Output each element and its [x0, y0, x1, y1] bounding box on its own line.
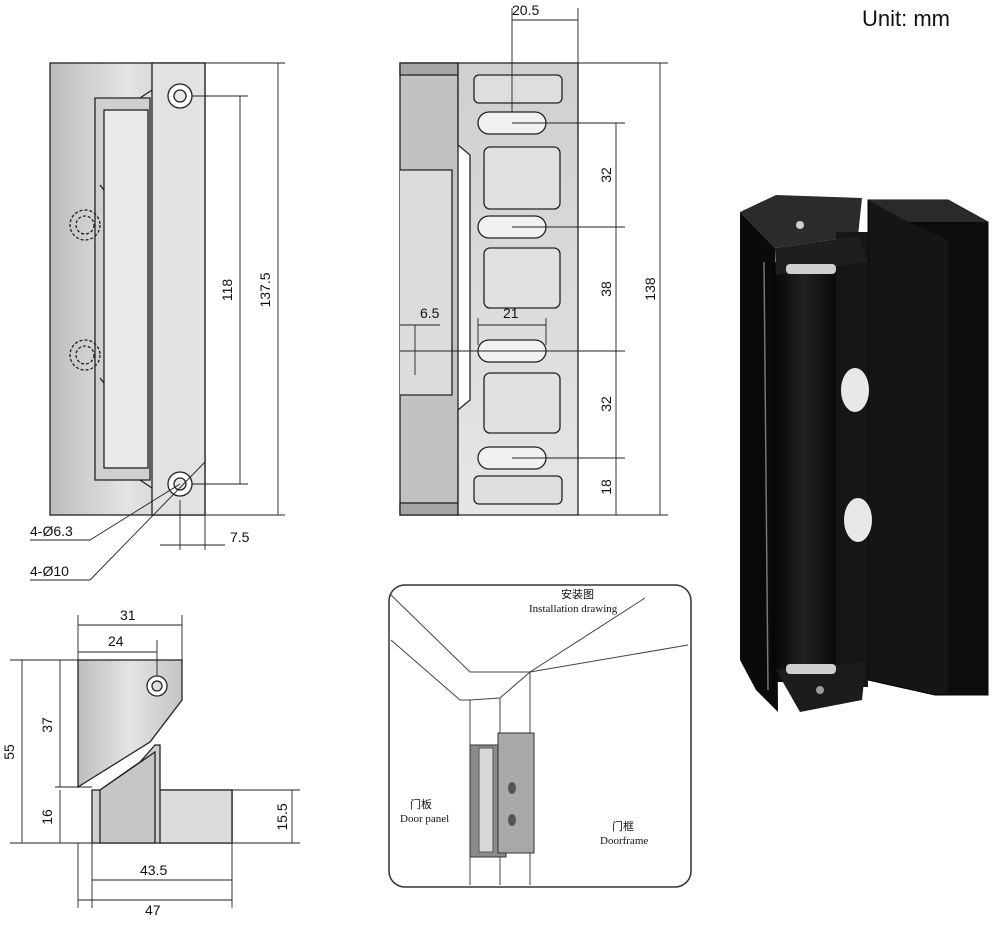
dim-6-5: 6.5 — [420, 305, 440, 321]
front-leaf-right — [151, 62, 206, 516]
pocket-1 — [483, 146, 561, 210]
dim-21: 21 — [503, 305, 519, 321]
dim-32-a: 32 — [598, 167, 614, 183]
dim-138: 138 — [642, 277, 658, 301]
side-dimensions — [400, 8, 668, 516]
hidden-hole-1 — [69, 209, 101, 241]
dim-20-5: 20.5 — [512, 2, 539, 18]
door-frame-label-en: Doorframe — [600, 835, 648, 847]
installation-drawing — [388, 584, 692, 888]
callout-hole-small: 4-Ø6.3 — [30, 523, 73, 539]
door-panel-label-en: Door panel — [400, 813, 449, 825]
dim-16: 16 — [39, 809, 55, 825]
unit-label: Unit: mm — [862, 6, 950, 31]
dim-18: 18 — [598, 479, 614, 495]
door-frame-label-cn: 门框 — [612, 819, 634, 833]
photo-hole-2 — [844, 498, 872, 542]
dim-137-5: 137.5 — [257, 272, 273, 307]
dim-31: 31 — [120, 607, 136, 623]
photo-hole-1 — [841, 368, 869, 412]
front-dimensions — [30, 62, 285, 581]
front-view — [49, 62, 206, 516]
pocket-3 — [483, 372, 561, 434]
dim-38: 38 — [598, 281, 614, 297]
dim-7-5: 7.5 — [230, 529, 250, 545]
installation-title-cn: 安装图 — [561, 587, 594, 601]
dim-24: 24 — [108, 633, 124, 649]
installation-title-en: Installation drawing — [529, 603, 618, 615]
dim-37: 37 — [39, 717, 55, 733]
door-panel-label-cn: 门板 — [410, 797, 432, 811]
side-view — [399, 62, 579, 516]
dim-32-b: 32 — [598, 396, 614, 412]
callout-hole-large: 4-Ø10 — [30, 563, 69, 579]
end-upper-block — [77, 659, 183, 789]
dim-15-5: 15.5 — [274, 803, 290, 830]
hinge-knuckle — [772, 262, 836, 682]
dim-55: 55 — [1, 744, 17, 760]
dim-118: 118 — [219, 279, 235, 302]
dim-47: 47 — [145, 902, 161, 918]
product-photo — [740, 195, 989, 712]
end-dimensions — [10, 615, 300, 908]
hidden-hole-2 — [69, 339, 101, 371]
installation-frame — [388, 584, 692, 888]
pocket-2 — [483, 247, 561, 309]
mini-hinge — [469, 732, 535, 858]
dim-43-5: 43.5 — [140, 862, 167, 878]
end-view — [77, 659, 233, 844]
